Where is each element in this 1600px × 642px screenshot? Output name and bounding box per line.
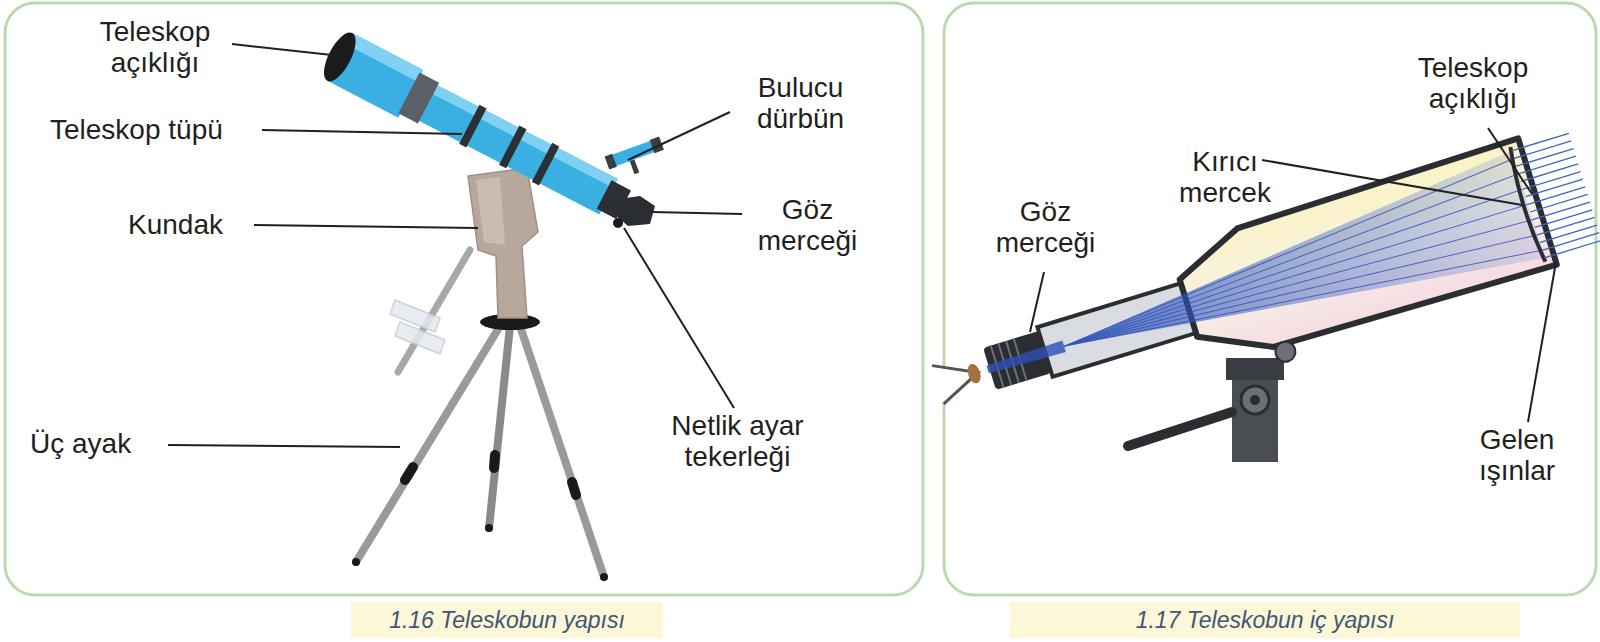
caption-text: 1.16 Teleskobun yapısı (389, 607, 625, 634)
part-label: Teleskop tüpü (50, 114, 223, 145)
caption-band: 1.17 Teleskobun iç yapısı (1010, 602, 1520, 638)
caption-text: 1.17 Teleskobun iç yapısı (1136, 607, 1395, 634)
part-label: Kundak (128, 209, 223, 240)
part-label: Teleskop açıklığı (70, 16, 240, 78)
part-label: Göz merceği (740, 194, 875, 256)
part-label: Üç ayak (30, 428, 131, 459)
part-label: Netlik ayar tekerleği (645, 410, 830, 472)
part-label: Kırıcı mercek (1160, 146, 1290, 208)
part-label: Teleskop açıklığı (1388, 52, 1558, 114)
part-label: Bulucu dürbün (728, 72, 873, 134)
part-label: Göz merceği (978, 196, 1113, 258)
caption-band: 1.16 Teleskobun yapısı (351, 602, 663, 638)
part-label: Gelen ışınlar (1462, 424, 1572, 486)
